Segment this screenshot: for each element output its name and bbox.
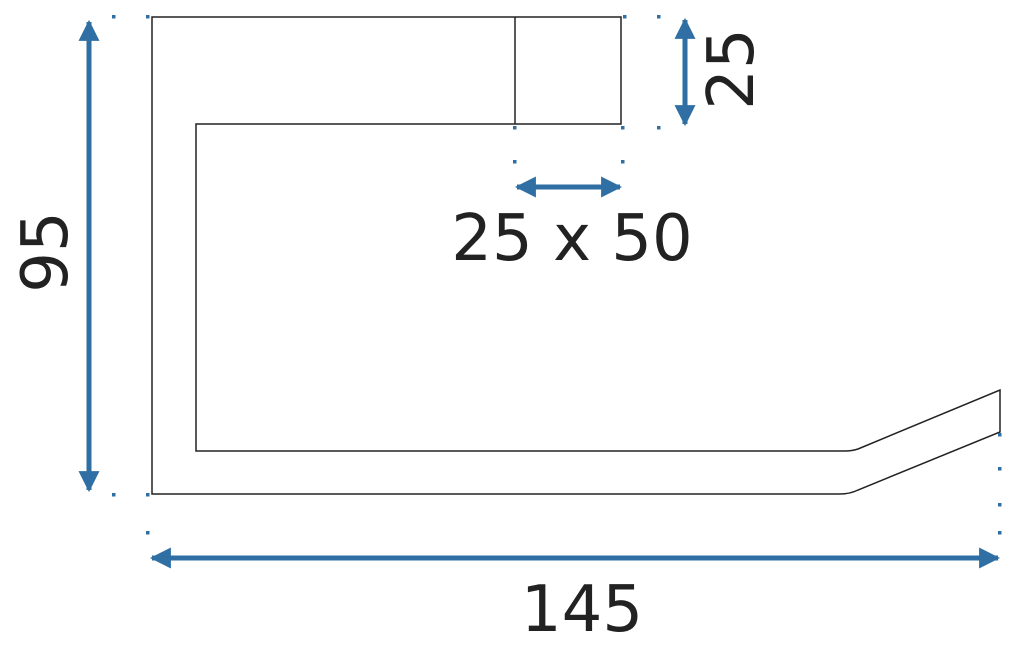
marker-dot <box>621 126 625 130</box>
marker-dot <box>621 160 625 164</box>
marker-dot <box>112 493 116 497</box>
marker-dot <box>998 433 1002 437</box>
thickness-dimension-label: 25 <box>695 28 769 109</box>
holder-outline <box>151 16 1001 495</box>
holder-outer-contour <box>151 16 1001 495</box>
marker-dot <box>513 160 517 164</box>
marker-dot <box>657 15 661 19</box>
marker-dot <box>146 15 150 19</box>
cross-section-dimension-label: 25 x 50 <box>451 202 692 276</box>
height-dimension-label: 95 <box>9 211 83 292</box>
marker-dot <box>146 531 150 535</box>
dimension-arrows <box>78 17 1001 569</box>
marker-dot <box>998 503 1002 507</box>
extension-markers <box>112 15 1002 535</box>
marker-dot <box>657 126 661 130</box>
marker-dot <box>112 15 116 19</box>
width-dimension-label: 145 <box>521 573 643 647</box>
marker-dot <box>146 493 150 497</box>
marker-dot <box>998 531 1002 535</box>
marker-dot <box>513 126 517 130</box>
marker-dot <box>998 467 1002 471</box>
marker-dot <box>623 15 627 19</box>
